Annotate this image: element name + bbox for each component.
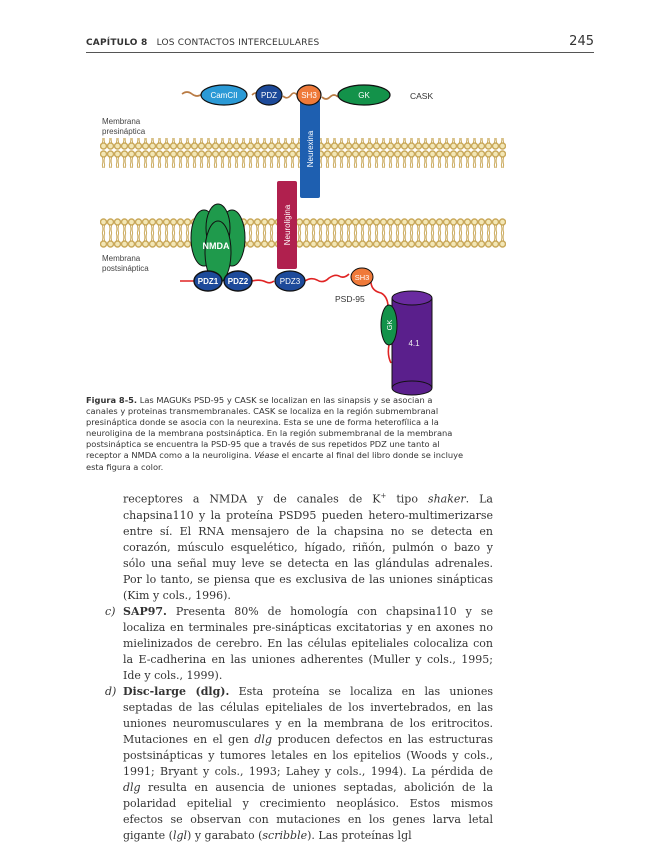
postsynaptic-membrane [100, 218, 506, 248]
list-item-d: d) Disc-large (dlg). Esta proteína se loc… [105, 684, 493, 844]
neuroligina-label: Neuroligina [283, 204, 292, 245]
camcii-domain [200, 84, 248, 106]
chapter-number: CAPÍTULO 8 [86, 38, 148, 48]
italic-term: shaker [427, 492, 466, 506]
item-text: Presenta 80% de homología con chapsina11… [123, 604, 493, 682]
pdz2-label: PDZ2 [228, 277, 249, 286]
cask-linker [181, 91, 339, 100]
list-marker: c) [105, 604, 116, 618]
italic-term: lgl [172, 828, 188, 842]
neurexina-label: Neurexina [306, 130, 315, 167]
postsynaptic-label-1: Membrana [102, 254, 141, 263]
sh3-top-label: SH3 [301, 91, 317, 100]
sh3-bottom-label: SH3 [355, 273, 370, 282]
caption-text: Las MAGUKs PSD-95 y CASK se localizan en… [86, 395, 453, 461]
text-run: . La chapsina110 y la proteína PSD95 pue… [123, 492, 493, 602]
gk-top-label: GK [358, 91, 370, 100]
paragraph-continuation: receptores a NMDA y de canales de K+ tip… [123, 488, 493, 604]
pdz1-domain [193, 270, 223, 292]
pdz3-label: PDZ3 [280, 277, 301, 286]
italic-term: dlg [254, 732, 272, 746]
nmda-receptor: NMDA [190, 203, 246, 284]
text-run: producen defectos en las estructuras pos… [123, 732, 493, 778]
item-heading: SAP97. [123, 604, 167, 618]
text-run: tipo [386, 492, 428, 506]
figure-caption: Figura 8-5. Las MAGUKs PSD-95 y CASK se … [86, 395, 466, 473]
text-run: ). Las proteínas lgl [307, 828, 412, 842]
chapter-title: LOS CONTACTOS INTERCELULARES [156, 38, 320, 48]
pdz3-domain [274, 270, 306, 292]
text-run: ) y garabato ( [187, 828, 263, 842]
sh3-domain-top [296, 84, 322, 106]
camcii-label: CamCII [210, 91, 237, 100]
postsynaptic-label-2: postsináptica [102, 264, 149, 273]
item-heading: Disc-large (dlg). [123, 684, 230, 698]
caption-italic: Véase [254, 450, 280, 461]
synapse-figure: Neurexina Neuroligina CamCII PDZ SH3 GK … [100, 84, 506, 396]
gk-domain-bottom [380, 304, 398, 346]
page-number: 245 [569, 34, 594, 49]
neuroligina-bar [277, 181, 297, 269]
presynaptic-label-1: Membrana [102, 117, 141, 126]
list-item-c: c) SAP97. Presenta 80% de homología con c… [105, 604, 493, 684]
neurexina-bar [300, 100, 320, 198]
presynaptic-label-2: presináptica [102, 127, 146, 136]
caption-label: Figura 8-5. [86, 395, 138, 405]
band-4-1-label: 4.1 [408, 339, 420, 348]
band-4-1-cylinder: 4.1 [391, 290, 433, 396]
nmda-label: NMDA [203, 241, 230, 251]
superscript: + [380, 492, 387, 500]
text-run: receptores a NMDA y de canales de K [123, 492, 381, 506]
list-marker: d) [105, 684, 117, 698]
body-text: receptores a NMDA y de canales de K+ tip… [105, 488, 493, 844]
italic-term: scribble [262, 828, 308, 842]
text-run: resulta en ausencia de uniones septadas,… [123, 780, 493, 842]
italic-term: dlg [123, 780, 141, 794]
chapter-heading: CAPÍTULO 8 LOS CONTACTOS INTERCELULARES [86, 38, 319, 48]
psd95-label: PSD-95 [335, 294, 365, 304]
sh3-domain-bottom [350, 267, 374, 287]
pdz-domain [255, 84, 283, 106]
pdz-label: PDZ [261, 91, 277, 100]
pdz2-domain [223, 270, 253, 292]
gk-bottom-label: GK [385, 320, 394, 331]
caption-text-end: el encarte al final del libro donde se i… [86, 450, 464, 472]
psd95-linker [180, 273, 392, 364]
text-run: Esta proteína se localiza en las uniones… [123, 684, 493, 746]
running-header: CAPÍTULO 8 LOS CONTACTOS INTERCELULARES … [86, 34, 594, 53]
gk-domain-top [337, 84, 391, 106]
cask-label: CASK [410, 91, 433, 101]
pdz1-label: PDZ1 [198, 277, 219, 286]
